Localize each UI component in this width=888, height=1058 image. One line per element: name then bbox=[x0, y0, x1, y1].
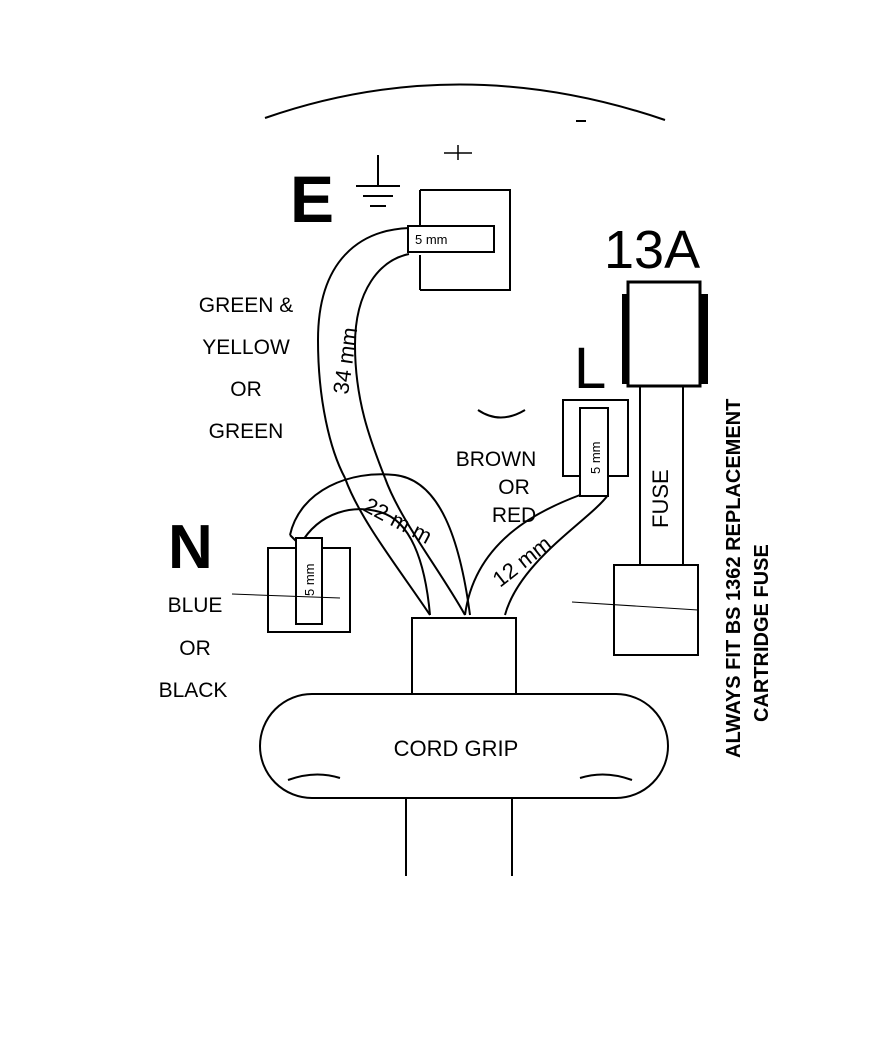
earth-colour-line: OR bbox=[230, 378, 262, 401]
cord-entry-block bbox=[411, 617, 517, 695]
plug-top-outline bbox=[264, 83, 666, 121]
neutral-leader bbox=[231, 593, 341, 599]
mains-cable bbox=[405, 798, 513, 876]
fuse-note-line: ALWAYS FIT BS 1362 REPLACEMENT bbox=[723, 399, 745, 758]
cord-grip-label: CORD GRIP bbox=[394, 736, 519, 761]
centre-mark bbox=[477, 409, 526, 419]
earth-terminal bbox=[407, 189, 511, 291]
neutral-colour-line: OR bbox=[179, 637, 211, 660]
earth-strip-gauge bbox=[407, 225, 495, 253]
neutral-strip-label: 5 mm bbox=[302, 564, 317, 597]
earth-colour-line: GREEN & bbox=[199, 294, 294, 317]
earth-strip-label: 5 mm bbox=[415, 232, 448, 247]
earth-pin-mark bbox=[444, 145, 472, 160]
fuse-leader bbox=[571, 601, 699, 611]
live-strip-label: 5 mm bbox=[588, 442, 603, 475]
live-colour-line: BROWN bbox=[456, 448, 537, 471]
earth-symbol-icon bbox=[356, 155, 400, 207]
cord-grip bbox=[259, 693, 669, 799]
fuse-holder bbox=[622, 280, 708, 388]
fuse-note-line: CARTRIDGE FUSE bbox=[751, 544, 773, 722]
live-terminal bbox=[562, 399, 629, 497]
neutral-colour-line: BLACK bbox=[159, 679, 228, 702]
live-colour-line: RED bbox=[492, 504, 536, 527]
live-colour-line: OR bbox=[498, 476, 530, 499]
live-wire bbox=[464, 494, 609, 616]
earth-colour-line: GREEN bbox=[209, 420, 284, 443]
fuse-rating: 13A bbox=[604, 220, 700, 280]
fuse-cartridge bbox=[571, 386, 699, 656]
neutral-terminal bbox=[231, 537, 351, 633]
earth-colour-line: YELLOW bbox=[202, 336, 290, 359]
neutral-letter: N bbox=[168, 513, 213, 582]
live-wire-length: 12 mm bbox=[488, 531, 556, 592]
live-strip-gauge bbox=[579, 407, 609, 497]
neutral-colour-line: BLUE bbox=[168, 594, 223, 617]
neutral-wire-length: 22 m m bbox=[360, 492, 437, 549]
earth-wire bbox=[316, 227, 466, 616]
fuse-label: FUSE bbox=[648, 469, 673, 528]
earth-letter: E bbox=[290, 162, 334, 236]
neutral-strip-gauge bbox=[295, 537, 323, 625]
live-letter: L bbox=[574, 336, 606, 401]
